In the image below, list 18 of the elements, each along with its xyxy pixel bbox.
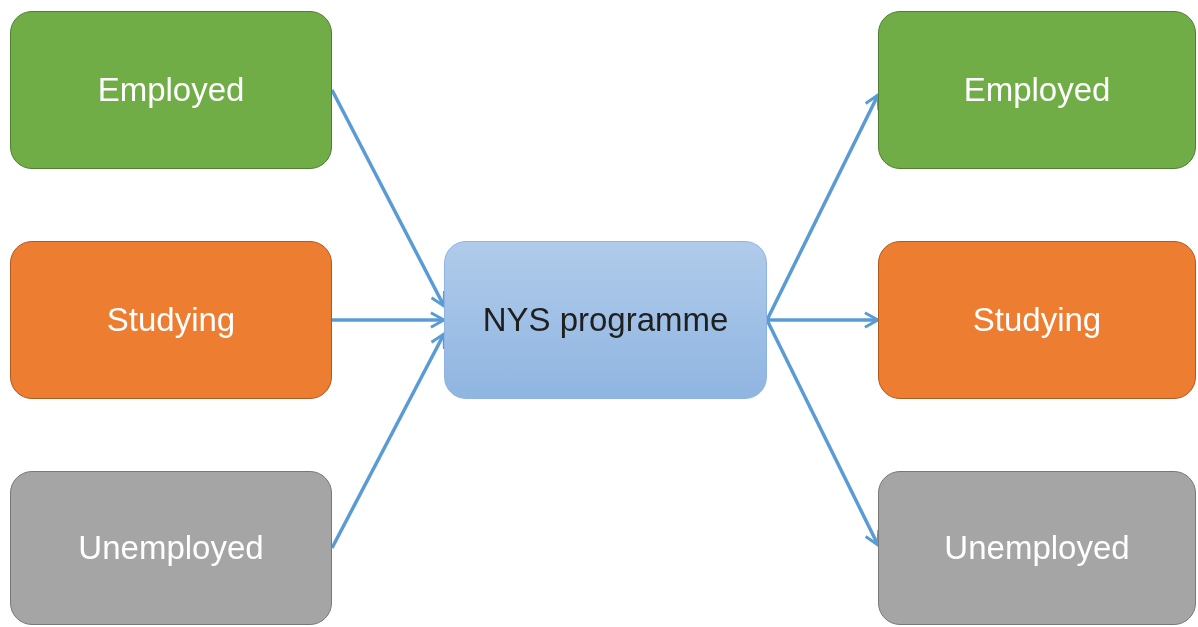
node-label: Unemployed [944, 529, 1130, 567]
process-box [444, 241, 767, 399]
status-box [10, 11, 332, 169]
node-label: Employed [97, 71, 245, 109]
status-box [878, 11, 1196, 169]
arrow [332, 311, 446, 329]
node-label: NYS programme [482, 301, 729, 339]
status-box [10, 241, 332, 399]
status-box [878, 471, 1196, 625]
arrow [330, 89, 446, 308]
node-label: Studying [972, 301, 1102, 339]
arrow [330, 332, 446, 549]
node-label: Employed [963, 71, 1111, 109]
node-label: Unemployed [78, 529, 264, 567]
status-box [878, 241, 1196, 399]
node-label: Studying [106, 301, 236, 339]
status-box [10, 471, 332, 625]
arrow [767, 311, 880, 329]
